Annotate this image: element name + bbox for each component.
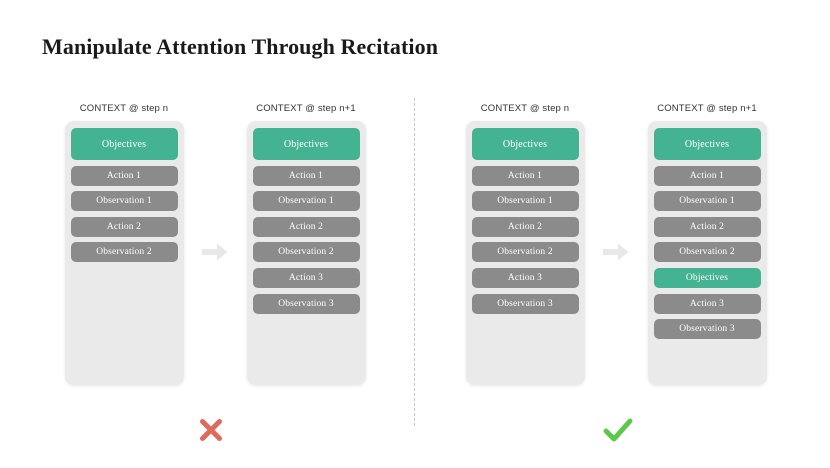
verdict-cross (184, 405, 238, 455)
context-pill: Action 2 (653, 216, 761, 237)
context-pill: Observation 2 (70, 242, 178, 263)
context-pill: Objectives (653, 267, 761, 288)
context-pill: Action 3 (471, 267, 579, 288)
arrow-cell (188, 103, 242, 385)
context-pill: Action 3 (252, 267, 360, 288)
context-pill: Action 2 (252, 216, 360, 237)
context-pill: Observation 3 (471, 293, 579, 314)
arrow-cell (589, 103, 643, 385)
context-pill: Action 1 (252, 165, 360, 186)
arrow-right-icon (202, 243, 228, 261)
context-pill: Objectives (471, 128, 579, 160)
context-pill: Observation 1 (471, 191, 579, 212)
context-pill: Objectives (653, 128, 761, 160)
context-pill: Action 2 (70, 216, 178, 237)
context-pill: Action 1 (471, 165, 579, 186)
context-pill: Observation 2 (653, 242, 761, 263)
context-pill: Objectives (70, 128, 178, 160)
vertical-dashed-divider (414, 98, 415, 426)
context-pill: Action 2 (471, 216, 579, 237)
column-header: CONTEXT @ step n (79, 103, 169, 114)
context-pill: Observation 2 (471, 242, 579, 263)
column-header: CONTEXT @ step n+1 (256, 103, 356, 114)
column-header: CONTEXT @ step n+1 (657, 103, 757, 114)
arrow-right-icon (603, 243, 629, 261)
context-pill: Observation 3 (653, 319, 761, 340)
context-pill: Objectives (252, 128, 360, 160)
context-pill: Observation 1 (252, 191, 360, 212)
verdict-check (591, 405, 645, 455)
cross-icon (200, 419, 222, 441)
context-pill: Action 1 (70, 165, 178, 186)
context-pill: Observation 2 (252, 242, 360, 263)
context-pill: Observation 3 (252, 293, 360, 314)
context-pill: Action 1 (653, 165, 761, 186)
context-pill: Observation 1 (653, 191, 761, 212)
check-icon (603, 418, 633, 442)
context-pill: Observation 1 (70, 191, 178, 212)
column-header: CONTEXT @ step n (480, 103, 570, 114)
context-pill: Action 3 (653, 293, 761, 314)
page-title: Manipulate Attention Through Recitation (42, 34, 439, 59)
